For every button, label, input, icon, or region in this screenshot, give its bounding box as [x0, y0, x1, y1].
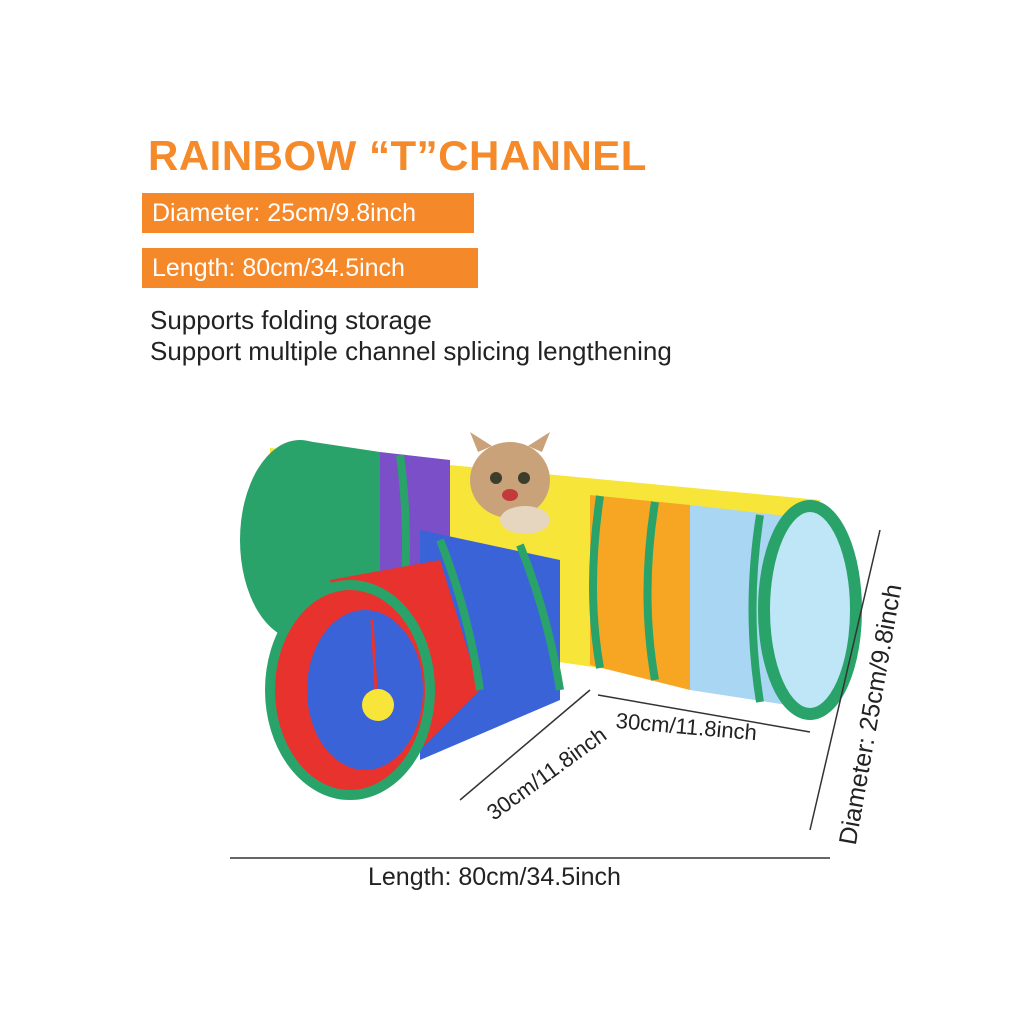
kitten-image — [470, 432, 550, 534]
front-branch-tunnel — [265, 530, 564, 800]
product-title: RAINBOW “T”CHANNEL — [148, 132, 647, 179]
feature-folding-storage: Supports folding storage — [150, 305, 432, 335]
pom-pom-ball — [362, 689, 394, 721]
diameter-badge: Diameter: 25cm/9.8inch — [142, 193, 474, 233]
branch-right-line — [597, 694, 811, 733]
length-label: Length: 80cm/34.5inch — [368, 863, 621, 891]
length-badge: Length: 80cm/34.5inch — [142, 248, 478, 288]
feature-splicing: Support multiple channel splicing length… — [150, 336, 672, 366]
diameter-line — [809, 529, 881, 831]
branch-left-line — [459, 689, 591, 801]
